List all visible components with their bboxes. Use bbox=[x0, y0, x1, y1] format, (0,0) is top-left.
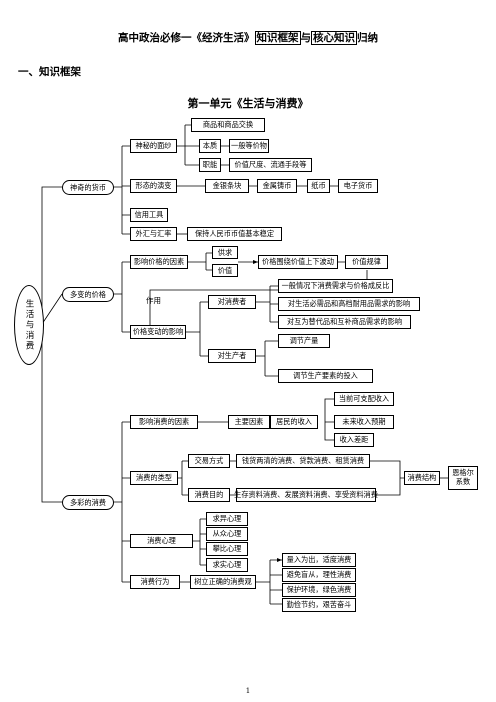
box-psych-practical: 求实心理 bbox=[206, 558, 248, 572]
box-consumer-item-3: 对互为替代品和互补商品需求的影响 bbox=[278, 315, 411, 329]
section-heading: 一、知识框架 bbox=[18, 66, 81, 78]
box-price-impact: 价格变动的影响 bbox=[130, 325, 186, 339]
box-general-equivalent: 一般等价物 bbox=[229, 139, 269, 153]
box-price-factors: 影响价格的因素 bbox=[130, 255, 188, 269]
box-forex: 外汇与汇率 bbox=[130, 227, 177, 241]
box-consumer-item-2: 对生活必需品和高档耐用品需求的影响 bbox=[278, 297, 420, 311]
box-consumption-factors: 影响消费的因素 bbox=[130, 415, 198, 429]
box-metal-coin: 金属铸币 bbox=[257, 179, 297, 193]
box-consumer-psychology: 消费心理 bbox=[130, 534, 193, 548]
box-rmb-stable: 保持人民币币值基本稳定 bbox=[187, 227, 282, 241]
box-view-3: 保护环境，绿色消费 bbox=[282, 583, 356, 597]
box-consumer-behavior: 消费行为 bbox=[130, 575, 180, 589]
box-adjust-inputs: 调节生产要素的投入 bbox=[278, 369, 373, 383]
box-mode-items: 钱货两清的消费、贷款消费、租赁消费 bbox=[236, 454, 370, 468]
box-consumption-purpose: 消费目的 bbox=[188, 488, 230, 502]
box-for-producer: 对生产者 bbox=[208, 349, 256, 363]
box-mysterious-veil: 神秘的面纱 bbox=[130, 139, 177, 153]
box-psych-comparison: 攀比心理 bbox=[206, 542, 248, 556]
box-credit-tools: 信用工具 bbox=[130, 208, 168, 222]
box-paper-money: 纸币 bbox=[307, 179, 330, 193]
box-resident-income: 居民的收入 bbox=[270, 415, 318, 429]
box-supply-demand: 供求 bbox=[212, 246, 238, 259]
node-consumption: 多彩的消费 bbox=[62, 495, 114, 510]
unit-title: 第一单元《生活与消费》 bbox=[187, 97, 309, 110]
box-e-money: 电子货币 bbox=[338, 179, 378, 193]
box-purpose-items: 生存资料消费、发展资料消费、享受资料消费 bbox=[234, 488, 378, 502]
label-effect: 作用 bbox=[146, 296, 161, 305]
root-node: 生活与消费 bbox=[14, 285, 44, 365]
box-engel-coefficient: 恩格尔系数 bbox=[448, 466, 478, 490]
box-price-fluctuate: 价格围绕价值上下波动 bbox=[258, 255, 338, 269]
box-current-income: 当前可支配收入 bbox=[334, 392, 394, 406]
page-number: 1 bbox=[245, 687, 251, 695]
box-adjust-output: 调节产量 bbox=[278, 334, 330, 348]
box-commodity-exchange: 商品和商品交换 bbox=[191, 118, 265, 132]
document-title: 高中政治必修一《经济生活》知识框架与核心知识归纳 bbox=[118, 31, 378, 45]
box-view-4: 勤俭节约，艰苦奋斗 bbox=[282, 598, 356, 612]
box-gold-silver: 金银条块 bbox=[205, 179, 249, 193]
box-main-factor: 主要因素 bbox=[228, 415, 270, 429]
box-view-1: 量入为出，适度消费 bbox=[282, 553, 356, 567]
box-value: 价值 bbox=[212, 264, 238, 277]
box-function-items: 价值尺度、流通手段等 bbox=[229, 158, 312, 172]
box-for-consumer: 对消费者 bbox=[208, 295, 256, 309]
box-essence: 本质 bbox=[199, 139, 221, 153]
box-psych-conformity: 从众心理 bbox=[206, 527, 248, 541]
box-value-law: 价值规律 bbox=[345, 255, 388, 269]
box-view-2: 避免盲从，理性消费 bbox=[282, 568, 356, 582]
node-money: 神奇的货币 bbox=[62, 180, 114, 195]
box-consumer-item-1: 一般情况下消费需求与价格成反比 bbox=[278, 279, 393, 293]
node-price: 多变的价格 bbox=[62, 287, 114, 302]
box-future-income: 未来收入预期 bbox=[334, 415, 394, 429]
box-consumption-structure: 消费结构 bbox=[404, 471, 440, 485]
box-income-gap: 收入差距 bbox=[334, 433, 374, 447]
box-psych-difference: 求异心理 bbox=[206, 512, 248, 526]
box-function: 职能 bbox=[199, 158, 221, 172]
box-form-evolution: 形态的演变 bbox=[130, 179, 177, 193]
box-correct-view: 树立正确的消费观 bbox=[190, 575, 256, 589]
box-consumption-types: 消费的类型 bbox=[130, 471, 178, 485]
box-transaction-mode: 交易方式 bbox=[188, 454, 230, 468]
